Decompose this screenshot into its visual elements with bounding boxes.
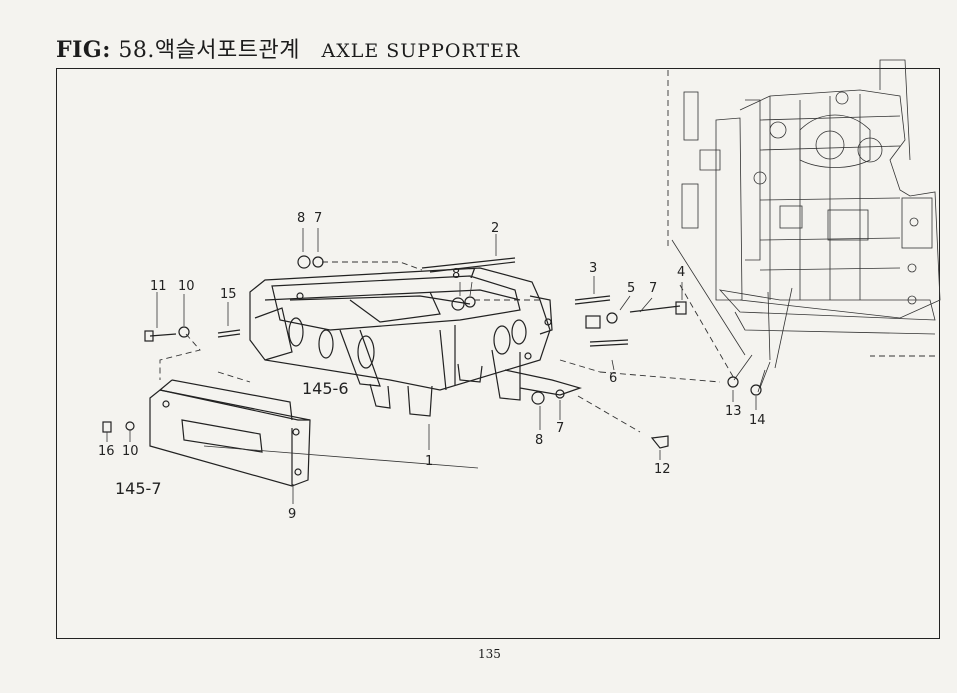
callout-10-top: 10 (178, 279, 195, 294)
callout-8-top: 8 (297, 211, 305, 226)
leader-dash-lines (159, 261, 721, 433)
plate-assembly (149, 379, 311, 487)
callout-7-bottom: 7 (556, 421, 564, 436)
callout-12: 12 (654, 462, 671, 477)
callout-leaders (106, 228, 757, 504)
callout-8-mid: 8 (452, 267, 460, 282)
callout-11: 11 (150, 279, 167, 294)
callout-7-mid: 7 (468, 267, 476, 282)
page-number: 135 (478, 647, 501, 661)
callout-145-6: 145-6 (302, 379, 349, 398)
callout-8-bottom: 8 (535, 433, 543, 448)
callout-1: 1 (425, 454, 433, 469)
axle-supporter-frame (249, 267, 582, 417)
callout-5: 5 (627, 281, 635, 296)
callout-14: 14 (749, 413, 766, 428)
callout-10-bottom: 10 (122, 444, 139, 459)
callout-13: 13 (725, 404, 742, 419)
callout-7-right: 7 (649, 281, 657, 296)
callout-2: 2 (491, 221, 499, 236)
fig-number: 58. (118, 38, 155, 63)
fig-prefix: FIG: (56, 37, 111, 63)
callout-4: 4 (677, 265, 685, 280)
callout-145-7: 145-7 (115, 479, 162, 498)
callout-3: 3 (589, 261, 597, 276)
title-korean: 액슬서포트관계 (154, 38, 301, 63)
engine-illustration (681, 59, 941, 335)
callout-7-top: 7 (314, 211, 322, 226)
title-english: AXLE SUPPORTER (321, 40, 521, 62)
figure-title: FIG: 58.액슬서포트관계 AXLE SUPPORTER (56, 32, 520, 64)
callout-16: 16 (98, 444, 115, 459)
callout-6: 6 (609, 371, 617, 386)
callout-9: 9 (288, 507, 296, 522)
diagram-frame (56, 68, 940, 639)
callout-15: 15 (220, 287, 237, 302)
fasteners (102, 255, 762, 449)
